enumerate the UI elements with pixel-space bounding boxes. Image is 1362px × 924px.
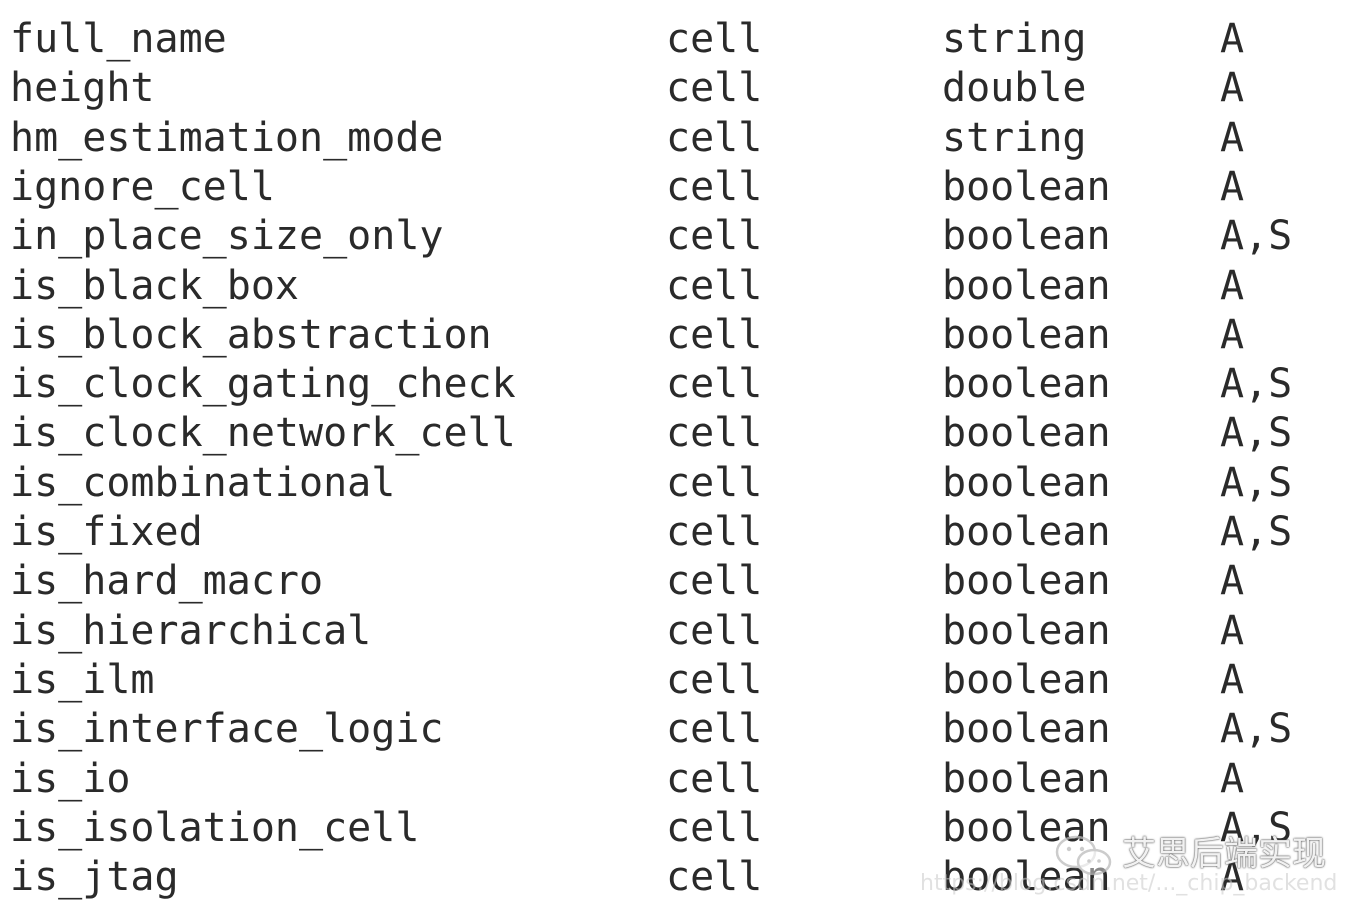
access-mode: A [1220, 755, 1245, 802]
table-row: is_jtag cell boolean A [0, 853, 1362, 902]
table-row: is_clock_network_cell cell boolean A,S [0, 409, 1362, 458]
value-type: boolean [942, 558, 1111, 605]
attribute-name: is_clock_network_cell [10, 410, 516, 457]
value-type: string [942, 16, 1087, 62]
table-row: is_block_abstraction cell boolean A [0, 311, 1362, 360]
attribute-name: is_hierarchical [10, 607, 372, 654]
value-type: boolean [942, 459, 1111, 506]
access-mode: A,S [1220, 213, 1293, 260]
object-class: cell [666, 706, 763, 753]
access-mode: A,S [1220, 706, 1293, 753]
attribute-name: is_black_box [10, 262, 299, 309]
attribute-name: is_jtag [10, 854, 179, 901]
access-mode: A [1220, 262, 1245, 309]
value-type: boolean [942, 361, 1111, 408]
object-class: cell [666, 854, 763, 901]
table-row: is_interface_logic cell boolean A,S [0, 705, 1362, 754]
access-mode: A [1220, 16, 1245, 62]
table-row: in_place_size_only cell boolean A,S [0, 212, 1362, 261]
attribute-name: is_hard_macro [10, 558, 324, 605]
attribute-name: is_interface_logic [10, 706, 444, 753]
access-mode: A,S [1220, 509, 1293, 555]
table-row: height cell double A [0, 64, 1362, 113]
access-mode: A [1220, 607, 1245, 654]
object-class: cell [666, 509, 763, 555]
table-row: hm_estimation_mode cell string A [0, 114, 1362, 163]
value-type: boolean [942, 656, 1111, 703]
value-type: boolean [942, 213, 1111, 260]
attribute-name: hm_estimation_mode [10, 114, 444, 161]
table-row: is_ilm cell boolean A [0, 656, 1362, 705]
object-class: cell [666, 459, 763, 506]
attribute-name: full_name [10, 16, 227, 62]
attribute-name: is_clock_gating_check [10, 361, 516, 408]
value-type: string [942, 114, 1087, 161]
object-class: cell [666, 311, 763, 358]
access-mode: A [1220, 65, 1245, 112]
attribute-name: is_ilm [10, 656, 155, 703]
value-type: boolean [942, 607, 1111, 654]
access-mode: A [1220, 114, 1245, 161]
attribute-name: is_block_abstraction [10, 311, 492, 358]
value-type: double [942, 65, 1087, 112]
table-row: is_hard_macro cell boolean A [0, 557, 1362, 606]
table-row: ignore_cell cell boolean A [0, 163, 1362, 212]
attribute-name: is_combinational [10, 459, 396, 506]
object-class: cell [666, 410, 763, 457]
access-mode: A [1220, 558, 1245, 605]
attribute-name: height [10, 65, 155, 112]
object-class: cell [666, 558, 763, 605]
access-mode: A,S [1220, 804, 1293, 851]
table-row: is_fixed cell boolean A,S [0, 508, 1362, 557]
access-mode: A [1220, 163, 1245, 210]
table-row: full_name cell string A [0, 15, 1362, 64]
attribute-name: is_fixed [10, 509, 203, 555]
access-mode: A [1220, 656, 1245, 703]
object-class: cell [666, 804, 763, 851]
object-class: cell [666, 361, 763, 408]
object-class: cell [666, 607, 763, 654]
object-class: cell [666, 163, 763, 210]
value-type: boolean [942, 804, 1111, 851]
object-class: cell [666, 262, 763, 309]
access-mode: A,S [1220, 459, 1293, 506]
value-type: boolean [942, 755, 1111, 802]
table-row: is_isolation_cell cell boolean A,S [0, 804, 1362, 853]
attribute-name: ignore_cell [10, 163, 275, 210]
table-row: is_combinational cell boolean A,S [0, 459, 1362, 508]
attribute-name: is_io [10, 755, 131, 802]
table-row: is_black_box cell boolean A [0, 262, 1362, 311]
access-mode: A,S [1220, 410, 1293, 457]
attribute-name: in_place_size_only [10, 213, 444, 260]
object-class: cell [666, 656, 763, 703]
object-class: cell [666, 16, 763, 62]
object-class: cell [666, 114, 763, 161]
value-type: boolean [942, 854, 1111, 901]
table-row: is_hierarchical cell boolean A [0, 607, 1362, 656]
value-type: boolean [942, 163, 1111, 210]
value-type: boolean [942, 706, 1111, 753]
value-type: boolean [942, 410, 1111, 457]
access-mode: A,S [1220, 361, 1293, 408]
object-class: cell [666, 65, 763, 112]
object-class: cell [666, 213, 763, 260]
table-row: is_clock_gating_check cell boolean A,S [0, 360, 1362, 409]
value-type: boolean [942, 509, 1111, 555]
value-type: boolean [942, 311, 1111, 358]
table-row: is_io cell boolean A [0, 755, 1362, 804]
access-mode: A [1220, 311, 1245, 358]
object-class: cell [666, 755, 763, 802]
attribute-name: is_isolation_cell [10, 804, 420, 851]
value-type: boolean [942, 262, 1111, 309]
access-mode: A [1220, 854, 1245, 901]
